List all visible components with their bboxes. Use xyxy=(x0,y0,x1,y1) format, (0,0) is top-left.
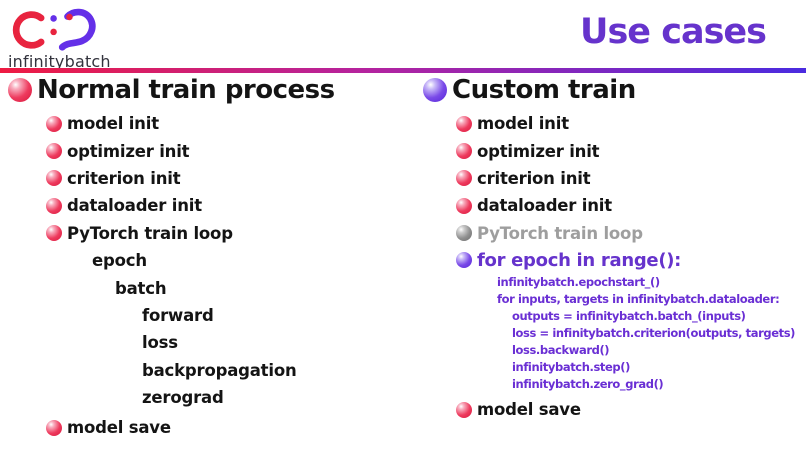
logo-text: infinitybatch xyxy=(8,52,111,71)
list-item: outputs = infinitybatch.batch_(inputs) xyxy=(423,308,806,325)
red-sphere-bullet-icon xyxy=(456,197,472,214)
list-item: loss = infinitybatch.criterion(outputs, … xyxy=(423,325,806,342)
logo: infinitybatch xyxy=(8,4,118,71)
list-item-label: model save xyxy=(477,400,581,420)
list-item-label: model save xyxy=(67,418,171,438)
logo-dot xyxy=(66,13,73,21)
list-item: criterion init xyxy=(8,165,413,192)
red-sphere-bullet-icon xyxy=(456,143,472,160)
red-sphere-bullet-icon xyxy=(46,419,62,436)
list-item: epoch xyxy=(8,247,413,274)
red-sphere-bullet-icon xyxy=(456,401,472,418)
list-item: optimizer init xyxy=(8,137,413,164)
list-item: loss.backward() xyxy=(423,342,806,359)
red-sphere-bullet-icon xyxy=(8,78,32,102)
list-item: batch xyxy=(8,274,413,301)
column-title: Normal train process xyxy=(37,75,335,105)
red-sphere-bullet-icon xyxy=(46,115,62,132)
list-item-label: dataloader init xyxy=(477,196,612,216)
list-item-label: PyTorch train loop xyxy=(477,223,643,243)
list-item: criterion init xyxy=(423,165,806,192)
list-item-label: loss xyxy=(142,333,178,353)
list-item: for epoch in range(): xyxy=(423,247,806,274)
red-sphere-bullet-icon xyxy=(46,225,62,242)
list-item-label: loss = infinitybatch.criterion(outputs, … xyxy=(512,326,795,341)
list-item: infinitybatch.zero_grad() xyxy=(423,376,806,393)
logo-dot xyxy=(50,28,57,36)
list-item: for inputs, targets in infinitybatch.dat… xyxy=(423,291,806,308)
list-item: forward xyxy=(8,302,413,329)
list-item-label: forward xyxy=(142,305,214,325)
page-title: Use cases xyxy=(580,12,767,52)
normal-train-items: model init optimizer init criterion init da… xyxy=(8,110,413,442)
list-item-label: infinitybatch.epochstart_() xyxy=(497,275,660,290)
red-sphere-bullet-icon xyxy=(456,115,472,132)
list-item: model save xyxy=(423,396,806,423)
list-item: infinitybatch.step() xyxy=(423,359,806,376)
header-divider-line xyxy=(0,68,806,73)
gray-sphere-bullet-icon xyxy=(456,225,472,242)
list-item: dataloader init xyxy=(8,192,413,219)
column-title: Custom train xyxy=(452,75,636,105)
red-sphere-bullet-icon xyxy=(46,170,62,187)
list-item-label: infinitybatch.zero_grad() xyxy=(512,377,664,392)
list-item: model save xyxy=(8,414,413,441)
purple-sphere-bullet-icon xyxy=(456,252,472,269)
list-item: loss xyxy=(8,329,413,356)
list-item-label: zerograd xyxy=(142,388,224,408)
list-item-label: loss.backward() xyxy=(512,343,610,358)
list-item: PyTorch train loop xyxy=(423,220,806,247)
list-item: infinitybatch.epochstart_() xyxy=(423,274,806,291)
normal-train-header: Normal train process xyxy=(8,74,413,106)
list-item-label: criterion init xyxy=(477,168,591,188)
list-item: dataloader init xyxy=(423,192,806,219)
list-item-label: optimizer init xyxy=(67,141,190,161)
list-item-label: epoch xyxy=(92,251,147,271)
list-item: model init xyxy=(423,110,806,137)
red-sphere-bullet-icon xyxy=(46,143,62,160)
list-item-label: outputs = infinitybatch.batch_(inputs) xyxy=(512,309,746,324)
list-item-label: for epoch in range(): xyxy=(477,249,682,271)
red-sphere-bullet-icon xyxy=(456,170,472,187)
list-item-label: optimizer init xyxy=(477,141,600,161)
list-item: optimizer init xyxy=(423,137,806,164)
list-item: backpropagation xyxy=(8,357,413,384)
list-item: model init xyxy=(8,110,413,137)
list-item-label: model init xyxy=(477,114,569,134)
list-item: PyTorch train loop xyxy=(8,220,413,247)
list-item-label: criterion init xyxy=(67,168,181,188)
list-item: zerograd xyxy=(8,384,413,411)
list-item-label: batch xyxy=(115,278,167,298)
list-item-label: for inputs, targets in infinitybatch.dat… xyxy=(497,292,780,307)
logo-dot xyxy=(50,15,57,22)
list-item-label: PyTorch train loop xyxy=(67,223,233,243)
custom-train-header: Custom train xyxy=(423,74,806,106)
list-item-label: model init xyxy=(67,114,159,134)
purple-sphere-bullet-icon xyxy=(423,78,447,102)
list-item-label: backpropagation xyxy=(142,360,297,380)
list-item-label: dataloader init xyxy=(67,196,202,216)
normal-train-column: Normal train process model init optimizer… xyxy=(8,74,413,442)
custom-train-column: Custom train model init optimizer init cri… xyxy=(423,74,806,423)
list-item-label: infinitybatch.step() xyxy=(512,360,630,375)
custom-train-items: model init optimizer init criterion init da… xyxy=(423,110,806,423)
infinity-logo-icon xyxy=(12,8,96,51)
red-sphere-bullet-icon xyxy=(46,197,62,214)
